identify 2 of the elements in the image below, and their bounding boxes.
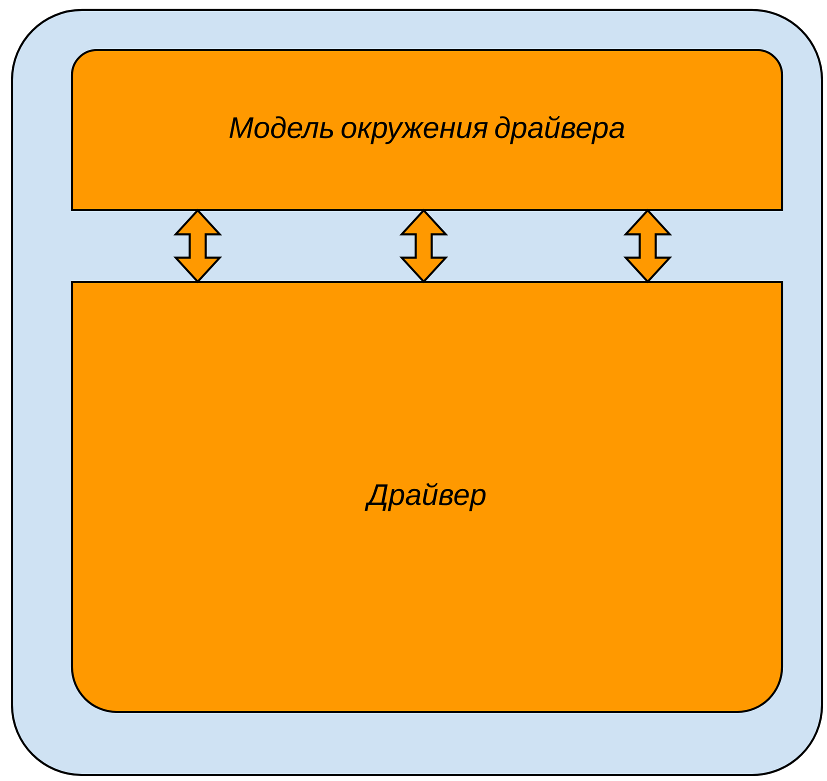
model-box: Модель окружения драйвера — [70, 48, 784, 212]
driver-box: Драйвер — [70, 280, 784, 714]
